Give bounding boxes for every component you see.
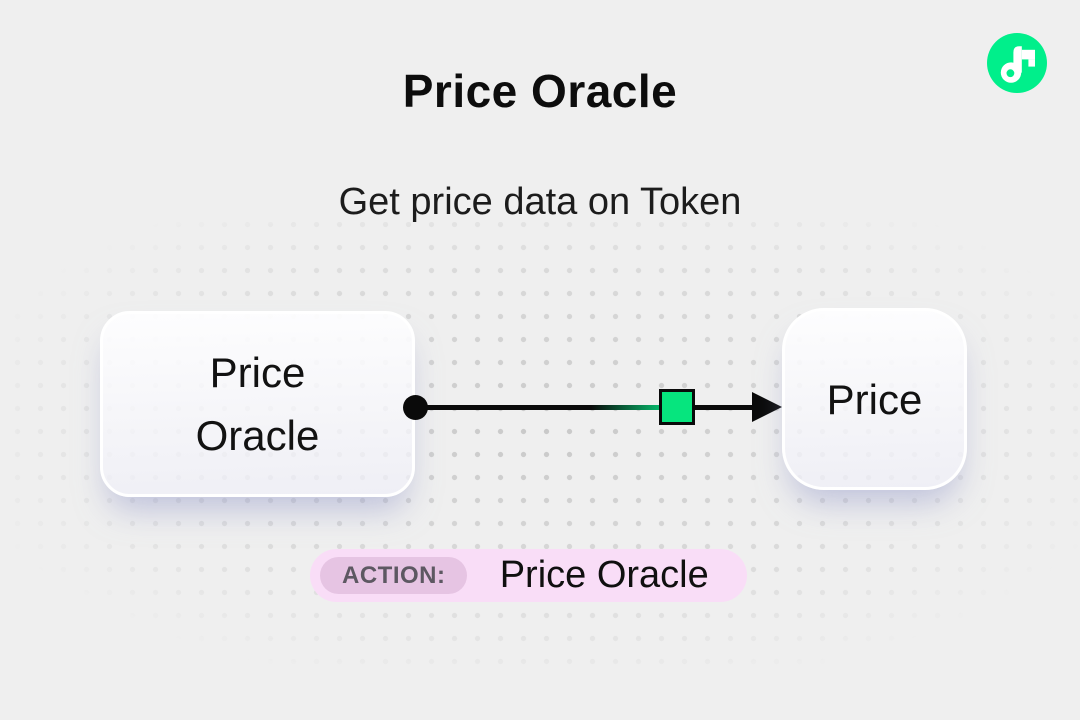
edge-green-gradient [591,405,659,410]
edge-line [415,405,755,410]
node-price-label-line1: Price [826,375,923,423]
action-badge: ACTION: Price Oracle [310,549,747,602]
action-badge-value: Price Oracle [499,554,709,596]
node-price-oracle[interactable]: Price Oracle [100,311,415,497]
page-title: Price Oracle [402,65,678,117]
node-price-oracle-label-line2: Oracle [195,412,320,459]
node-price-oracle-label-line1: Price [209,349,306,396]
action-badge-label: ACTION: [320,557,468,594]
edge-square-handle-icon[interactable] [659,389,695,425]
flow-logo-icon [987,33,1047,93]
page-subtitle: Get price data on Token [338,181,742,223]
edge-arrowhead-icon [752,392,782,422]
node-price[interactable]: Price [782,308,967,490]
